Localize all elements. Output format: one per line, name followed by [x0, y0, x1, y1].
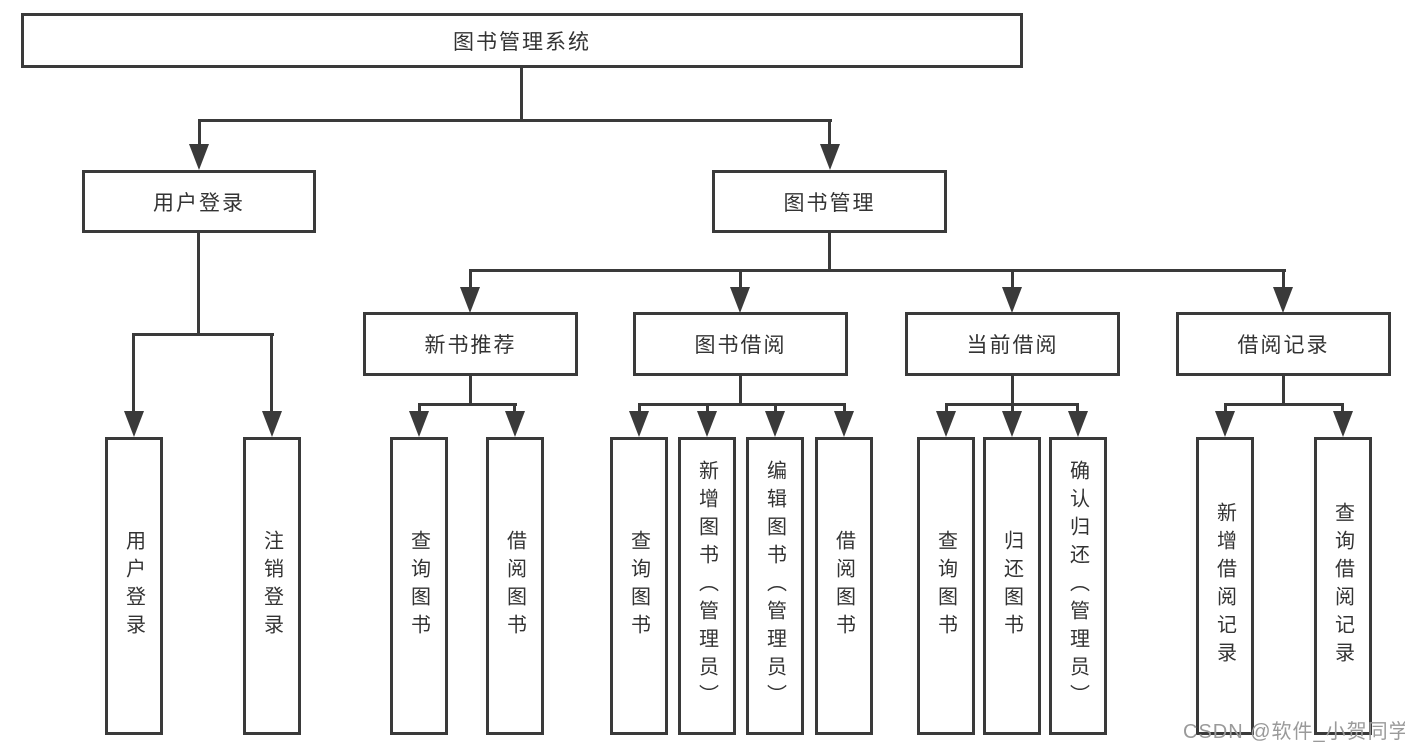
connector-line	[1224, 403, 1227, 415]
connector-line	[418, 403, 517, 406]
arrow-down-icon	[1215, 411, 1235, 437]
connector-line	[132, 333, 274, 336]
arrow-down-icon	[834, 411, 854, 437]
leaf-borrow-borrow-books: 借阅图书	[815, 437, 873, 735]
arrow-down-icon	[124, 411, 144, 437]
connector-line	[1282, 376, 1285, 405]
node-current-borrowing: 当前借阅	[905, 312, 1120, 376]
connector-line	[513, 403, 516, 415]
connector-line	[469, 269, 1286, 272]
connector-line	[1011, 376, 1014, 405]
arrow-down-icon	[505, 411, 525, 437]
csdn-watermark: CSDN @软件_小贺同学	[1183, 721, 1405, 743]
connector-line	[739, 269, 742, 291]
leaf-records-query-record: 查询借阅记录	[1314, 437, 1372, 735]
arrow-down-icon	[1333, 411, 1353, 437]
connector-line	[843, 403, 846, 415]
node-root-system: 图书管理系统	[21, 13, 1023, 68]
connector-line	[1341, 403, 1344, 415]
leaf-current-return-books: 归还图书	[983, 437, 1041, 735]
node-book-borrowing: 图书借阅	[633, 312, 848, 376]
connector-line	[418, 403, 421, 415]
connector-line	[520, 68, 523, 121]
leaf-current-confirm-return-admin: 确认归还（管理员）	[1049, 437, 1107, 735]
arrow-down-icon	[697, 411, 717, 437]
connector-line	[1282, 269, 1285, 291]
connector-line	[132, 333, 135, 413]
leaf-logout: 注销登录	[243, 437, 301, 735]
arrow-down-icon	[820, 144, 840, 170]
connector-line	[1011, 269, 1014, 291]
connector-line	[469, 269, 472, 291]
arrow-down-icon	[1068, 411, 1088, 437]
leaf-newbook-query-books: 查询图书	[390, 437, 448, 735]
arrow-down-icon	[262, 411, 282, 437]
arrow-down-icon	[629, 411, 649, 437]
connector-line	[1224, 403, 1344, 406]
arrow-down-icon	[1002, 287, 1022, 313]
connector-line	[1076, 403, 1079, 415]
connector-line	[638, 403, 846, 406]
connector-line	[828, 233, 831, 272]
arrow-down-icon	[730, 287, 750, 313]
leaf-user-login: 用户登录	[105, 437, 163, 735]
connector-line	[270, 333, 273, 413]
arrow-down-icon	[1273, 287, 1293, 313]
connector-line	[469, 376, 472, 405]
connector-line	[774, 403, 777, 415]
arrow-down-icon	[765, 411, 785, 437]
connector-line	[1011, 403, 1014, 415]
leaf-borrow-add-books-admin: 新增图书（管理员）	[678, 437, 736, 735]
leaf-borrow-query-books: 查询图书	[610, 437, 668, 735]
arrow-down-icon	[1002, 411, 1022, 437]
leaf-records-add-record: 新增借阅记录	[1196, 437, 1254, 735]
node-user-login: 用户登录	[82, 170, 316, 233]
arrow-down-icon	[460, 287, 480, 313]
leaf-current-query-books: 查询图书	[917, 437, 975, 735]
connector-line	[638, 403, 641, 415]
arrow-down-icon	[936, 411, 956, 437]
connector-line	[197, 233, 200, 336]
node-book-management: 图书管理	[712, 170, 947, 233]
connector-line	[198, 119, 201, 151]
arrow-down-icon	[189, 144, 209, 170]
connector-line	[706, 403, 709, 415]
node-new-book-recommend: 新书推荐	[363, 312, 578, 376]
leaf-newbook-borrow-books: 借阅图书	[486, 437, 544, 735]
node-borrowing-records: 借阅记录	[1176, 312, 1391, 376]
connector-line	[945, 403, 948, 415]
connector-line	[828, 119, 831, 151]
arrow-down-icon	[409, 411, 429, 437]
connector-line	[739, 376, 742, 405]
leaf-borrow-edit-books-admin: 编辑图书（管理员）	[746, 437, 804, 735]
connector-line	[198, 119, 832, 122]
